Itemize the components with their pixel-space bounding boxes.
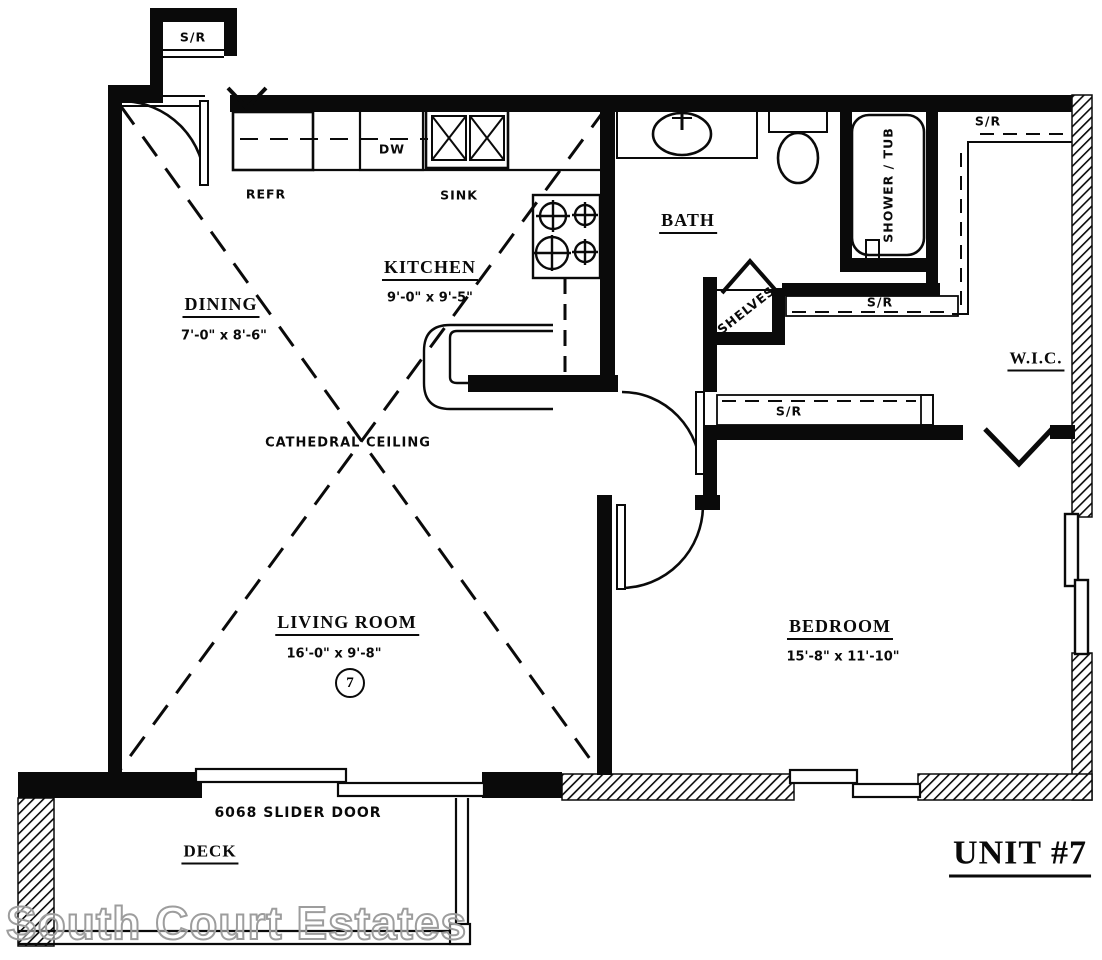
entry-door (121, 95, 209, 186)
bath-label: BATH (659, 210, 717, 234)
wic-shelf-rod-lines (785, 133, 1072, 317)
dishwasher-label: DW (378, 141, 406, 157)
bedroom-closet-shelf (716, 394, 934, 426)
cathedral-ceiling-lines (118, 104, 608, 771)
shelves-chevron (720, 257, 780, 295)
dining-label: DINING (182, 294, 260, 318)
slider-door-label: 6068 SLIDER DOOR (214, 805, 382, 821)
unit-title: UNIT #7 (949, 835, 1091, 878)
bedroom-dimensions: 15'-8" x 11'-10" (786, 649, 900, 665)
shower-tub-label: SHOWER / TUB (880, 127, 896, 243)
deck-label: DECK (181, 842, 239, 865)
dishwasher (358, 106, 425, 172)
bedroom-window (788, 768, 922, 799)
outer-walls (18, 8, 1075, 798)
dining-dimensions: 7'-0" x 8'-6" (181, 328, 267, 344)
refrigerator (231, 110, 315, 172)
kitchen-dimensions: 9'-0" x 9'-5" (387, 290, 473, 306)
bedroom-closet-sr-label: S/R (775, 403, 803, 419)
bath-vanity (616, 107, 758, 159)
entry-closet-chevron (226, 86, 268, 111)
bedroom-label: BEDROOM (786, 616, 894, 640)
entry-closet-shelf (163, 49, 224, 58)
range-stove (531, 193, 602, 280)
living-room-label: LIVING ROOM (275, 612, 419, 636)
cathedral-ceiling-label: CATHEDRAL CEILING (265, 435, 431, 451)
peninsula-counter (422, 323, 553, 411)
unit-number-circle: 7 (335, 668, 365, 698)
bath-door (621, 390, 705, 475)
bedroom-door (616, 504, 705, 590)
watermark: South Court Estates (5, 896, 468, 950)
refrigerator-label: REFR (245, 186, 287, 202)
living-room-dimensions: 16'-0" x 9'-8" (286, 646, 382, 662)
shelves-closet (717, 257, 780, 295)
linen-sr-label: S/R (866, 294, 894, 310)
wic-sr-label: S/R (974, 113, 1002, 129)
hatched-walls (17, 94, 1093, 947)
kitchen-sink (424, 106, 510, 170)
wic-label: W.I.C. (1007, 349, 1065, 372)
toilet (768, 107, 828, 185)
slider-door (194, 767, 486, 798)
wic-door-chevron (983, 427, 1054, 468)
shower-tub (850, 113, 926, 263)
kitchen-counter (240, 138, 600, 172)
deck-outline (18, 798, 472, 946)
side-window (1063, 512, 1090, 656)
interior-walls (468, 108, 1075, 775)
kitchen-label: KITCHEN (381, 257, 479, 281)
entry-closet-sr-label: S/R (179, 29, 207, 45)
sink-label: SINK (440, 187, 478, 203)
